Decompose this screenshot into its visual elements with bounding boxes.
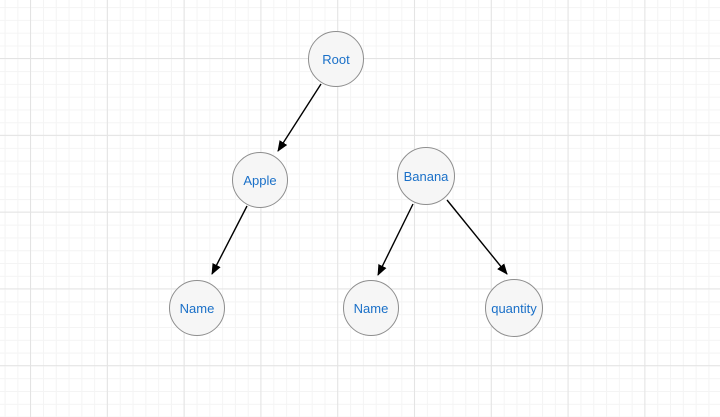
node-name-left[interactable]: Name bbox=[169, 280, 225, 336]
edge-apple-to-name[interactable] bbox=[211, 205, 248, 275]
node-label: Name bbox=[353, 300, 389, 316]
edge-banana-to-quantity[interactable] bbox=[446, 199, 508, 275]
edge-root-to-apple[interactable] bbox=[277, 83, 322, 152]
node-banana[interactable]: Banana bbox=[397, 147, 455, 205]
node-label: Banana bbox=[403, 168, 449, 184]
edge-banana-to-name[interactable] bbox=[377, 203, 414, 276]
node-label: quantity bbox=[491, 300, 537, 316]
node-apple[interactable]: Apple bbox=[232, 152, 288, 208]
node-root[interactable]: Root bbox=[308, 31, 364, 87]
node-label: Root bbox=[322, 51, 350, 67]
node-label: Name bbox=[179, 300, 215, 316]
node-label: Apple bbox=[243, 172, 277, 188]
node-name-middle[interactable]: Name bbox=[343, 280, 399, 336]
node-quantity[interactable]: quantity bbox=[485, 279, 543, 337]
